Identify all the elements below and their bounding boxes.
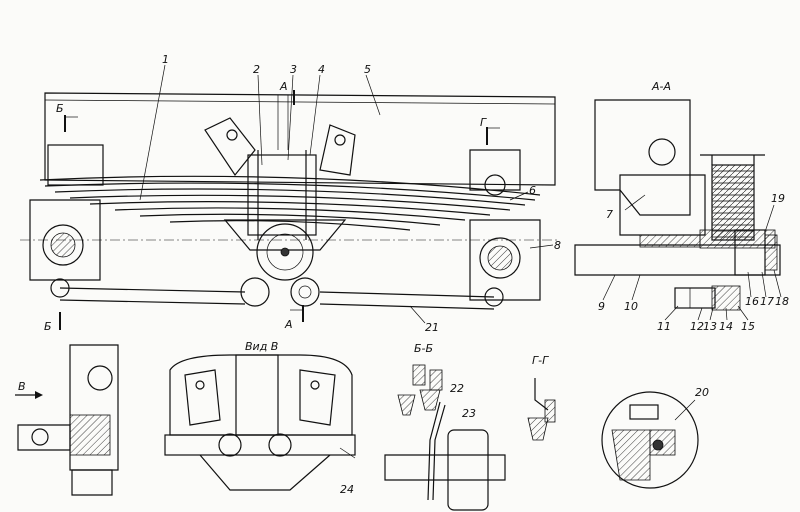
axle-hub bbox=[256, 223, 314, 281]
mark-b-top: Б bbox=[56, 102, 64, 115]
leaders-aa bbox=[602, 194, 782, 321]
mark-g: Г bbox=[480, 116, 487, 129]
detail-20 bbox=[601, 391, 699, 489]
section-markers-main bbox=[59, 90, 500, 330]
mark-v: В bbox=[18, 380, 26, 393]
axle-shaft bbox=[574, 244, 781, 276]
leaders-main bbox=[139, 64, 554, 324]
mark-a-bottom: А bbox=[284, 318, 293, 331]
reaction-rod-right bbox=[319, 291, 495, 310]
view-title-aa: А-А bbox=[651, 80, 671, 93]
view-title-bb: Б-Б bbox=[414, 342, 433, 355]
label-13: 13 bbox=[703, 320, 717, 333]
label-21: 21 bbox=[425, 321, 439, 334]
mark-a-top: А bbox=[279, 80, 288, 93]
label-23: 23 bbox=[462, 407, 476, 420]
label-17: 17 bbox=[760, 295, 774, 308]
label-22: 22 bbox=[450, 382, 464, 395]
view-arrow-v-detail bbox=[15, 344, 119, 496]
label-12: 12 bbox=[690, 320, 704, 333]
section-aa bbox=[574, 99, 781, 311]
view-vid-v bbox=[164, 354, 356, 491]
section-gg bbox=[527, 378, 556, 441]
frame-rail bbox=[44, 92, 556, 186]
label-9: 9 bbox=[598, 300, 605, 313]
label-6: 6 bbox=[529, 184, 536, 197]
label-20: 20 bbox=[695, 386, 709, 399]
center-bracket bbox=[247, 154, 317, 236]
label-10: 10 bbox=[624, 300, 638, 313]
label-19: 19 bbox=[771, 192, 785, 205]
label-16: 16 bbox=[745, 295, 759, 308]
label-4: 4 bbox=[318, 63, 325, 76]
label-18: 18 bbox=[775, 295, 789, 308]
leaf-spring-pack bbox=[39, 175, 541, 231]
label-24: 24 bbox=[340, 483, 354, 496]
label-5: 5 bbox=[364, 63, 371, 76]
label-3: 3 bbox=[290, 63, 297, 76]
coil-pack bbox=[711, 164, 755, 241]
right-bracket bbox=[469, 219, 541, 301]
label-7: 7 bbox=[606, 208, 613, 221]
label-1: 1 bbox=[162, 53, 169, 66]
reaction-rod-left bbox=[59, 287, 246, 305]
label-8: 8 bbox=[554, 239, 561, 252]
label-11: 11 bbox=[657, 320, 671, 333]
label-14: 14 bbox=[719, 320, 733, 333]
view-title-vid-v: Вид В bbox=[245, 340, 278, 353]
left-bracket bbox=[29, 199, 101, 281]
label-2: 2 bbox=[253, 63, 260, 76]
mark-b-bottom: Б bbox=[44, 320, 52, 333]
main-side-view bbox=[20, 92, 560, 310]
labels: 1 2 3 4 5 6 7 8 9 10 11 12 13 14 15 16 1… bbox=[162, 53, 789, 496]
section-bb bbox=[384, 364, 506, 511]
label-15: 15 bbox=[741, 320, 755, 333]
section-mark-texts: Б Б Г А А В А-А Вид В Б-Б Г-Г bbox=[18, 80, 671, 393]
view-title-gg: Г-Г bbox=[532, 354, 549, 367]
